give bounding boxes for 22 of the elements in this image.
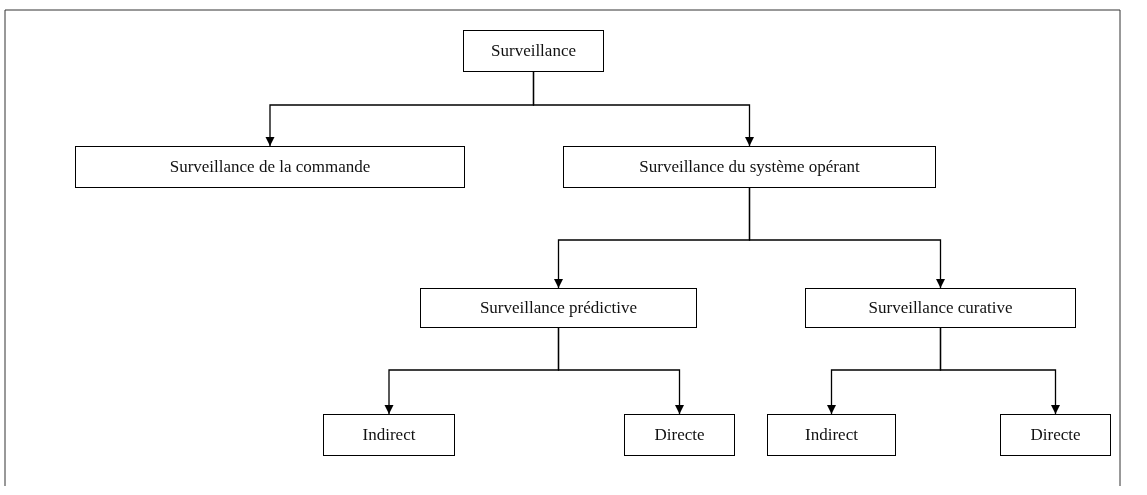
box-label: Indirect: [362, 425, 416, 445]
box-label: Surveillance curative: [868, 298, 1013, 318]
process-box: [323, 414, 455, 456]
process-box: [767, 414, 896, 456]
arrow: [748, 187, 945, 289]
box-label: Surveillance du système opérant: [639, 157, 860, 177]
process-box: [805, 288, 1076, 328]
box-label: Surveillance: [491, 41, 576, 61]
box-label: Directe: [1030, 425, 1081, 445]
arrow: [939, 327, 1060, 415]
process-box: [1000, 414, 1111, 456]
process-box: [563, 146, 936, 188]
box-label: Indirect: [805, 425, 858, 445]
process-box: [75, 146, 465, 188]
process-box: [420, 288, 697, 328]
process-box: [624, 414, 735, 456]
process-box: [463, 30, 604, 72]
arrow: [532, 71, 754, 147]
box-label: Surveillance de la commande: [169, 157, 371, 177]
box-label: Directe: [654, 425, 705, 445]
arrow: [557, 327, 684, 415]
box-label: Surveillance prédictive: [479, 298, 638, 318]
